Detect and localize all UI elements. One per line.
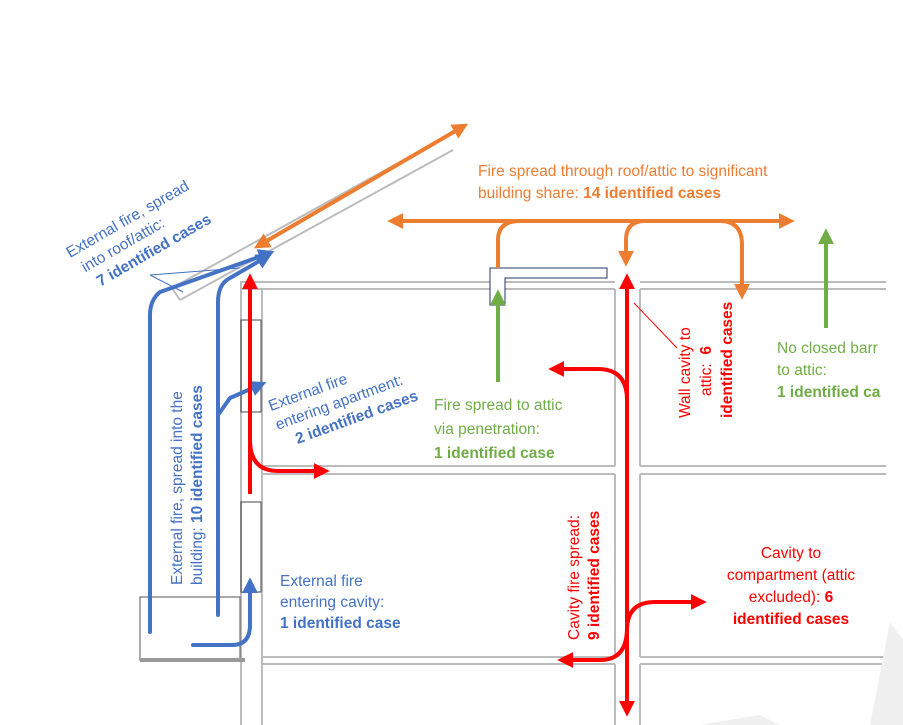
red-arrow-left-upper: [548, 361, 629, 401]
red-callout-line: [633, 302, 678, 349]
label-wall-cavity-count: identified cases: [719, 301, 736, 418]
label-cavity-line2: entering cavity:: [280, 594, 385, 611]
interior-wall: [614, 289, 641, 725]
label-compartment-line2: compartment (attic: [726, 567, 856, 584]
label-penetration-count: 1 identified case: [434, 445, 555, 462]
orange-arrows: [253, 123, 795, 300]
label-wall-cavity-line2: attic: 6: [698, 346, 715, 396]
label-wall-cavity-line1: Wall cavity to: [677, 327, 694, 418]
label-no-barrier-line2: to attic:: [777, 362, 827, 379]
facade-opening-lower: [240, 501, 262, 593]
bottom-floor: [262, 656, 886, 665]
callout-lines: [149, 267, 241, 293]
attic-floor: [240, 281, 886, 290]
label-cavity-spread-count: 9 identified cases: [586, 510, 603, 640]
label-roof-spread: Fire spread through roof/attic to signif…: [478, 161, 767, 205]
orange-branch-right: [719, 219, 750, 300]
label-cavity-line1: External fire: [280, 573, 363, 590]
red-arrows: [242, 273, 707, 717]
blue-arrow-cavity: [191, 577, 258, 647]
orange-branch-mid: [624, 219, 646, 255]
blue-arrow-roof: [148, 249, 275, 634]
label-spread-into-building: External fire, spread into the building:…: [168, 385, 208, 585]
label-penetration-line2: via penetration:: [434, 421, 540, 438]
label-cavity-compartment: Cavity to compartment (attic excluded): …: [706, 543, 876, 631]
label-spread-line1: External fire, spread into the: [169, 391, 186, 585]
label-cavity-spread: Cavity fire spread: 9 identified cases: [565, 511, 605, 640]
label-cavity-count: 1 identified case: [280, 615, 401, 632]
label-no-barrier-line1: No closed barr: [777, 340, 878, 357]
red-arrow-right-lower: [625, 594, 707, 631]
label-penetration: Fire spread to attic via penetration: 1 …: [434, 394, 562, 466]
decorative-shape: [700, 715, 780, 725]
label-no-barrier-count: 1 identified ca: [777, 384, 881, 401]
orange-arrow-roof-diagonal: [253, 123, 469, 249]
decorative-shape: [870, 622, 903, 725]
label-no-closed-barrier: No closed barr to attic: 1 identified ca: [777, 338, 880, 404]
foundation-box: [139, 596, 241, 661]
red-arrow-left-lower: [557, 627, 629, 668]
label-cavity-spread-line1: Cavity fire spread:: [566, 515, 583, 640]
blue-arrow-building: [216, 253, 273, 617]
red-arrow-facade-right: [248, 439, 330, 479]
label-penetration-line1: Fire spread to attic: [434, 397, 563, 414]
middle-floor: [262, 465, 886, 475]
label-spread-line2: building: 10 identified cases: [189, 385, 206, 585]
label-compartment-line1: Cavity to: [760, 545, 822, 562]
building-structure: [171, 135, 886, 725]
roof-slab: [171, 135, 454, 301]
orange-branch-left: [496, 219, 521, 268]
blue-arrows: [148, 249, 275, 647]
label-roof-spread-line1: Fire spread through roof/attic to signif…: [478, 163, 768, 180]
label-roof-spread-line2: building share: 14 identified cases: [478, 185, 721, 202]
penetration-duct: [489, 267, 608, 306]
label-compartment-line3: excluded): 6: [748, 589, 834, 606]
label-compartment-count: identified cases: [732, 611, 850, 628]
label-entering-cavity: External fire entering cavity: 1 identif…: [280, 571, 401, 634]
green-arrows: [490, 228, 834, 382]
label-wall-cavity-attic: Wall cavity to attic: 6 identified cases: [675, 302, 738, 418]
